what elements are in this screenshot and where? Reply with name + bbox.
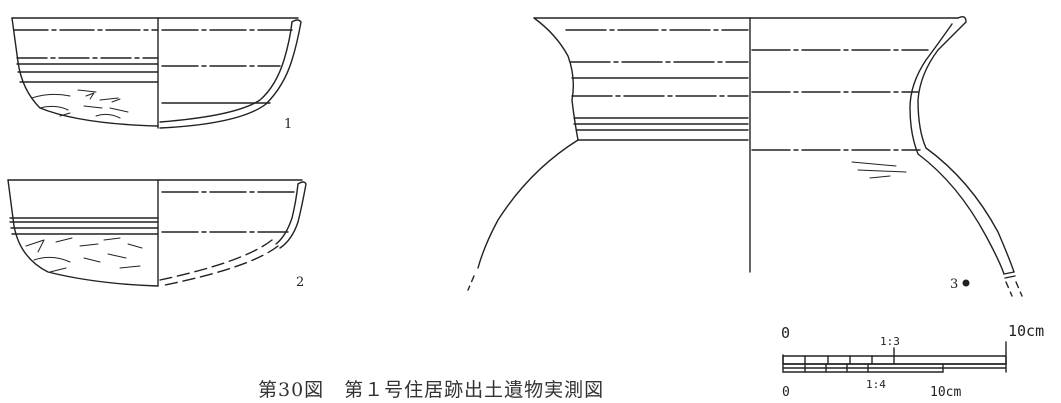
scale-bottom-ratio: 1:4 — [866, 378, 886, 391]
scale-top-ratio: 1:3 — [880, 335, 900, 348]
vessel-2-drawing — [7, 179, 307, 287]
vessel-3-number: 3 — [950, 277, 958, 292]
figure-caption: 第30図 第１号住居跡出土遺物実測図 — [258, 379, 605, 401]
vessel-2-number: 2 — [296, 275, 304, 290]
vessel-1-number: 1 — [284, 117, 292, 132]
vessel-3-dot-marker — [962, 279, 970, 287]
scale-bar — [782, 341, 1007, 373]
vessel-3-drawing — [467, 15, 1023, 297]
scale-bottom-max: 10cm — [930, 385, 961, 400]
scale-bottom-zero: 0 — [782, 385, 790, 400]
scale-top-zero: 0 — [781, 324, 790, 342]
vessel-1-drawing — [11, 17, 302, 129]
scale-top-max: 10cm — [1008, 322, 1044, 340]
